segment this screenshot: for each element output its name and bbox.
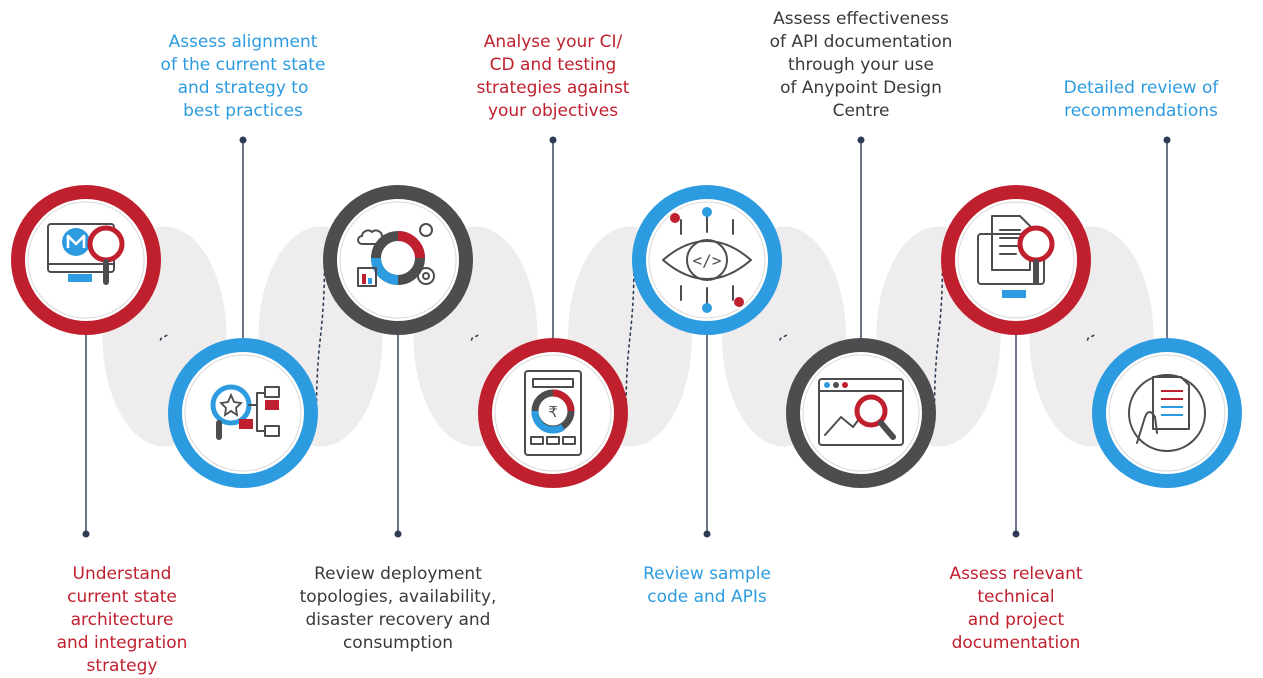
step-label: Assess alignment of the current state an… [160,32,326,121]
step-inner [957,201,1075,319]
mulesoft-monitor-search-icon [47,223,125,285]
dotted-connector [625,259,635,414]
step-node [323,185,473,335]
dotted-connectors [159,259,1097,414]
step-label: Review sample code and APIs [643,564,771,607]
dotted-connector [159,332,170,341]
dotted-connector [1086,332,1097,341]
dotted-connector [779,332,789,341]
step-label: Understand current state architecture an… [56,564,188,676]
svg-text:</>: </> [693,251,722,270]
leader-dot [82,530,90,538]
dotted-connector [470,332,481,341]
step-node [786,338,936,488]
step-node: ₹ [478,338,628,488]
dotted-connector [315,259,326,414]
leader-dot [549,136,557,144]
step-inner [27,201,145,319]
dotted-connector [933,259,944,414]
search-star-flowchart-icon [210,384,280,440]
document-monitor-search-icon [977,215,1055,298]
step-inner [339,201,457,319]
step-node [941,185,1091,335]
step-node [11,185,161,335]
step-node [1092,338,1242,488]
leader-dot [394,530,402,538]
step-inner [648,201,766,319]
step-inner [1108,354,1226,472]
step-label: Assess relevant technical and project do… [949,564,1083,653]
rupee-report-icon: ₹ [524,370,582,456]
step-label: Assess effectiveness of API documentatio… [769,9,953,121]
leader-dot [857,136,865,144]
leader-dot [239,136,247,144]
leader-dot [1012,530,1020,538]
eye-code-icon: </> [662,207,752,313]
leader-dot [1163,136,1171,144]
hand-document-icon [1128,374,1206,452]
svg-text:₹: ₹ [548,403,558,421]
browser-trend-search-icon [818,378,904,446]
step-label: Detailed review of recommendations [1063,78,1219,121]
analytics-donut-gear-icon [357,223,435,287]
step-label: Review deployment topologies, availabili… [299,564,497,653]
step-node [168,338,318,488]
step-node: </> [632,185,782,335]
step-label: Analyse your CI/ CD and testing strategi… [476,32,630,121]
leader-dot [703,530,711,538]
step-circles: ₹ </> [11,185,1242,488]
